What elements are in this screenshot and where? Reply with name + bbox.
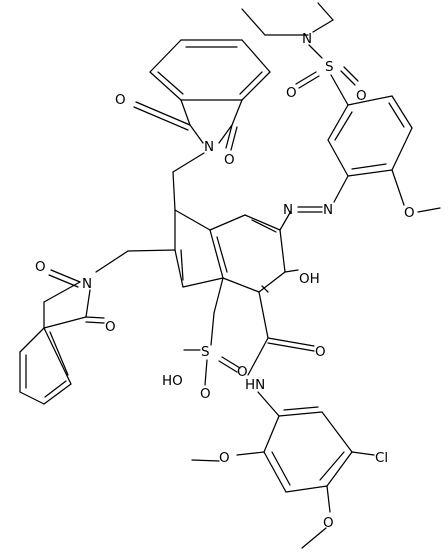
bonds <box>19 2 441 549</box>
chlorine-label: Cl <box>375 450 388 466</box>
phthalimide-left-carbonyl-oxygen-a-label: O <box>35 259 46 275</box>
hydroxyl-label: OH <box>299 271 320 287</box>
azo-nitrogen-a-label: N <box>283 202 293 218</box>
sulfo-sulfur-label: S <box>201 344 210 360</box>
atom-labels: N S O O O N O O N N OH O N O O S O O HO … <box>35 31 415 531</box>
sulfonyl-sulfur-label: S <box>325 59 334 75</box>
sulfo-hydroxyl-label: HO <box>162 373 183 389</box>
sulfo-oxygen-b-label: O <box>237 364 248 380</box>
sulfonyl-oxygen-a-label: O <box>286 85 297 101</box>
phthalimide-top-carbonyl-oxygen-a-label: O <box>115 92 126 108</box>
azo-nitrogen-b-label: N <box>323 202 333 218</box>
amide-nh-label: HN <box>245 377 265 393</box>
methoxy-top-oxygen-label: O <box>404 205 415 221</box>
phthalimide-left-nitrogen-label: N <box>82 276 92 292</box>
phthalimide-left-carbonyl-oxygen-b-label: O <box>105 319 116 335</box>
amine-nitrogen-label: N <box>302 31 312 47</box>
phthalimide-top-carbonyl-oxygen-b-label: O <box>224 152 235 168</box>
sulfo-oxygen-a-label: O <box>200 386 211 402</box>
phthalimide-top-nitrogen-label: N <box>204 139 214 155</box>
methoxy-left-oxygen-label: O <box>219 450 230 466</box>
methoxy-bottom-oxygen-label: O <box>323 515 334 531</box>
amide-oxygen-label: O <box>315 344 326 360</box>
sulfonyl-oxygen-b-label: O <box>356 88 367 104</box>
